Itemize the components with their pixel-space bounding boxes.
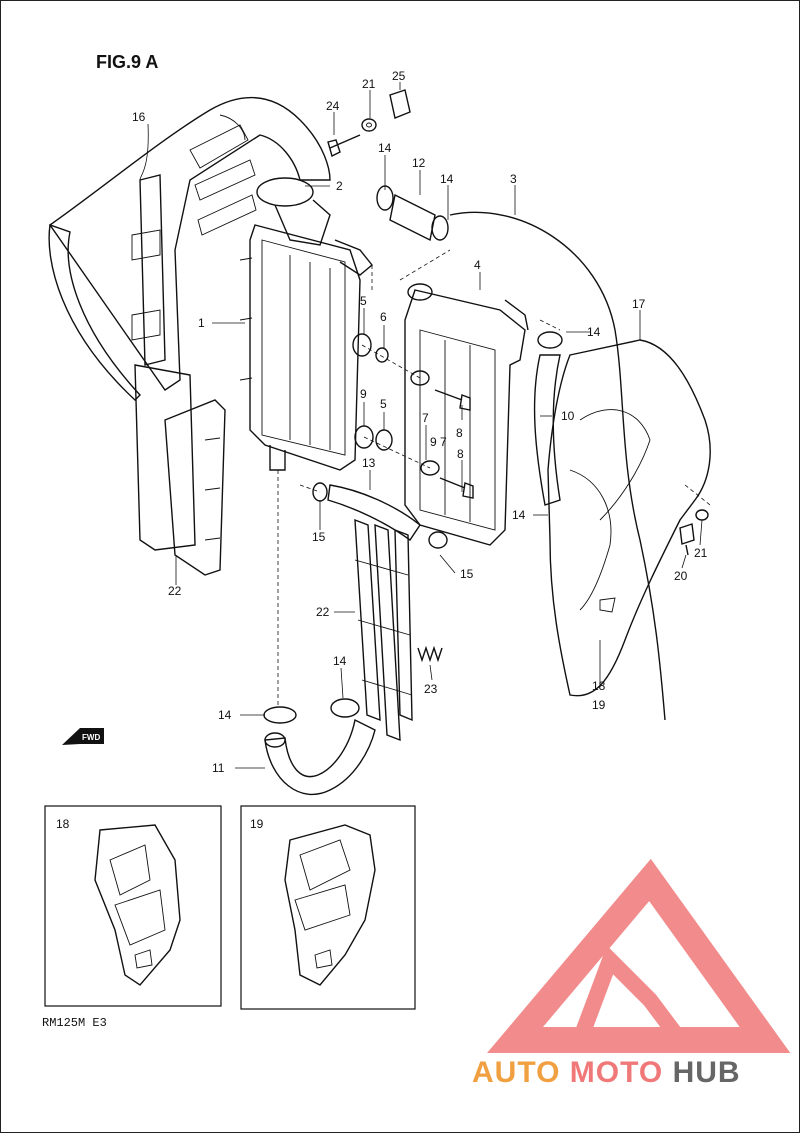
callout-6: 6 [380,310,387,324]
left-radiator [239,177,373,471]
callout-14d: 14 [512,508,526,522]
lower-radiator-guard [354,518,413,742]
callout-14f: 14 [333,654,347,668]
callout-9b: 9 [430,435,437,449]
callout-2: 2 [336,179,343,193]
callout-24: 24 [326,99,340,113]
leader-lines [139,82,703,769]
watermark-moto: MOTO [570,1056,663,1089]
inset-label-18: 18 [56,817,70,831]
callout-21b: 21 [362,77,376,91]
callout-15b: 15 [460,567,474,581]
fwd-arrow: FWD [62,728,104,745]
figure-title: FIG.9 A [96,52,158,72]
left-shroud [48,97,331,401]
callout-19: 19 [592,698,606,712]
callout-7a: 7 [422,411,429,425]
upper-hose [376,185,449,242]
callout-7b: 7 [440,435,447,449]
callout-8a: 8 [456,426,463,440]
left-radiator-guard [134,364,226,576]
callout-3: 3 [510,172,517,186]
callout-15a: 15 [312,530,326,544]
callout-5b: 5 [380,397,387,411]
top-fasteners [327,89,411,158]
callout-labels: 16 2 1 3 4 5 6 9 5 7 9 7 8 8 10 11 12 13… [132,69,708,775]
callout-25: 25 [392,69,406,83]
callout-20: 20 [674,569,688,583]
watermark-logo [487,858,791,1053]
callout-18: 18 [592,679,606,693]
callout-22a: 22 [316,605,330,619]
callout-14b: 14 [440,172,454,186]
callout-14a: 14 [378,141,392,155]
callout-10: 10 [561,409,575,423]
right-shroud [547,339,711,697]
callout-17: 17 [632,297,646,311]
assembly-lines [277,249,711,705]
right-hose [533,331,563,506]
radiator-bolts [434,389,474,499]
callout-9a: 9 [360,387,367,401]
callout-4: 4 [474,258,481,272]
callout-21a: 21 [694,546,708,560]
callout-11: 11 [212,761,225,775]
callout-8b: 8 [457,447,464,461]
callout-14c: 14 [587,325,601,339]
left-bracket [131,174,166,366]
model-code: RM125M E3 [42,1016,107,1030]
breather-tube [449,211,666,721]
inset-box-19: 19 [240,805,416,1010]
callout-14e: 14 [218,708,232,722]
callout-23: 23 [424,682,438,696]
lower-hose [263,698,376,796]
watermark-hub: HUB [673,1056,741,1089]
callout-16: 16 [132,110,146,124]
watermark-auto: AUTO [472,1056,560,1089]
callout-22b: 22 [168,584,182,598]
watermark-text: AUTO MOTO HUB [472,1056,741,1089]
callout-12: 12 [412,156,426,170]
right-radiator [404,283,529,546]
callout-13: 13 [362,456,376,470]
fwd-label: FWD [82,733,100,742]
inset-label-19: 19 [250,817,264,831]
inset-box-18: 18 [44,805,222,1007]
callout-5a: 5 [360,294,367,308]
middle-hose [312,482,448,549]
spring [417,645,443,663]
callout-1: 1 [198,316,205,330]
